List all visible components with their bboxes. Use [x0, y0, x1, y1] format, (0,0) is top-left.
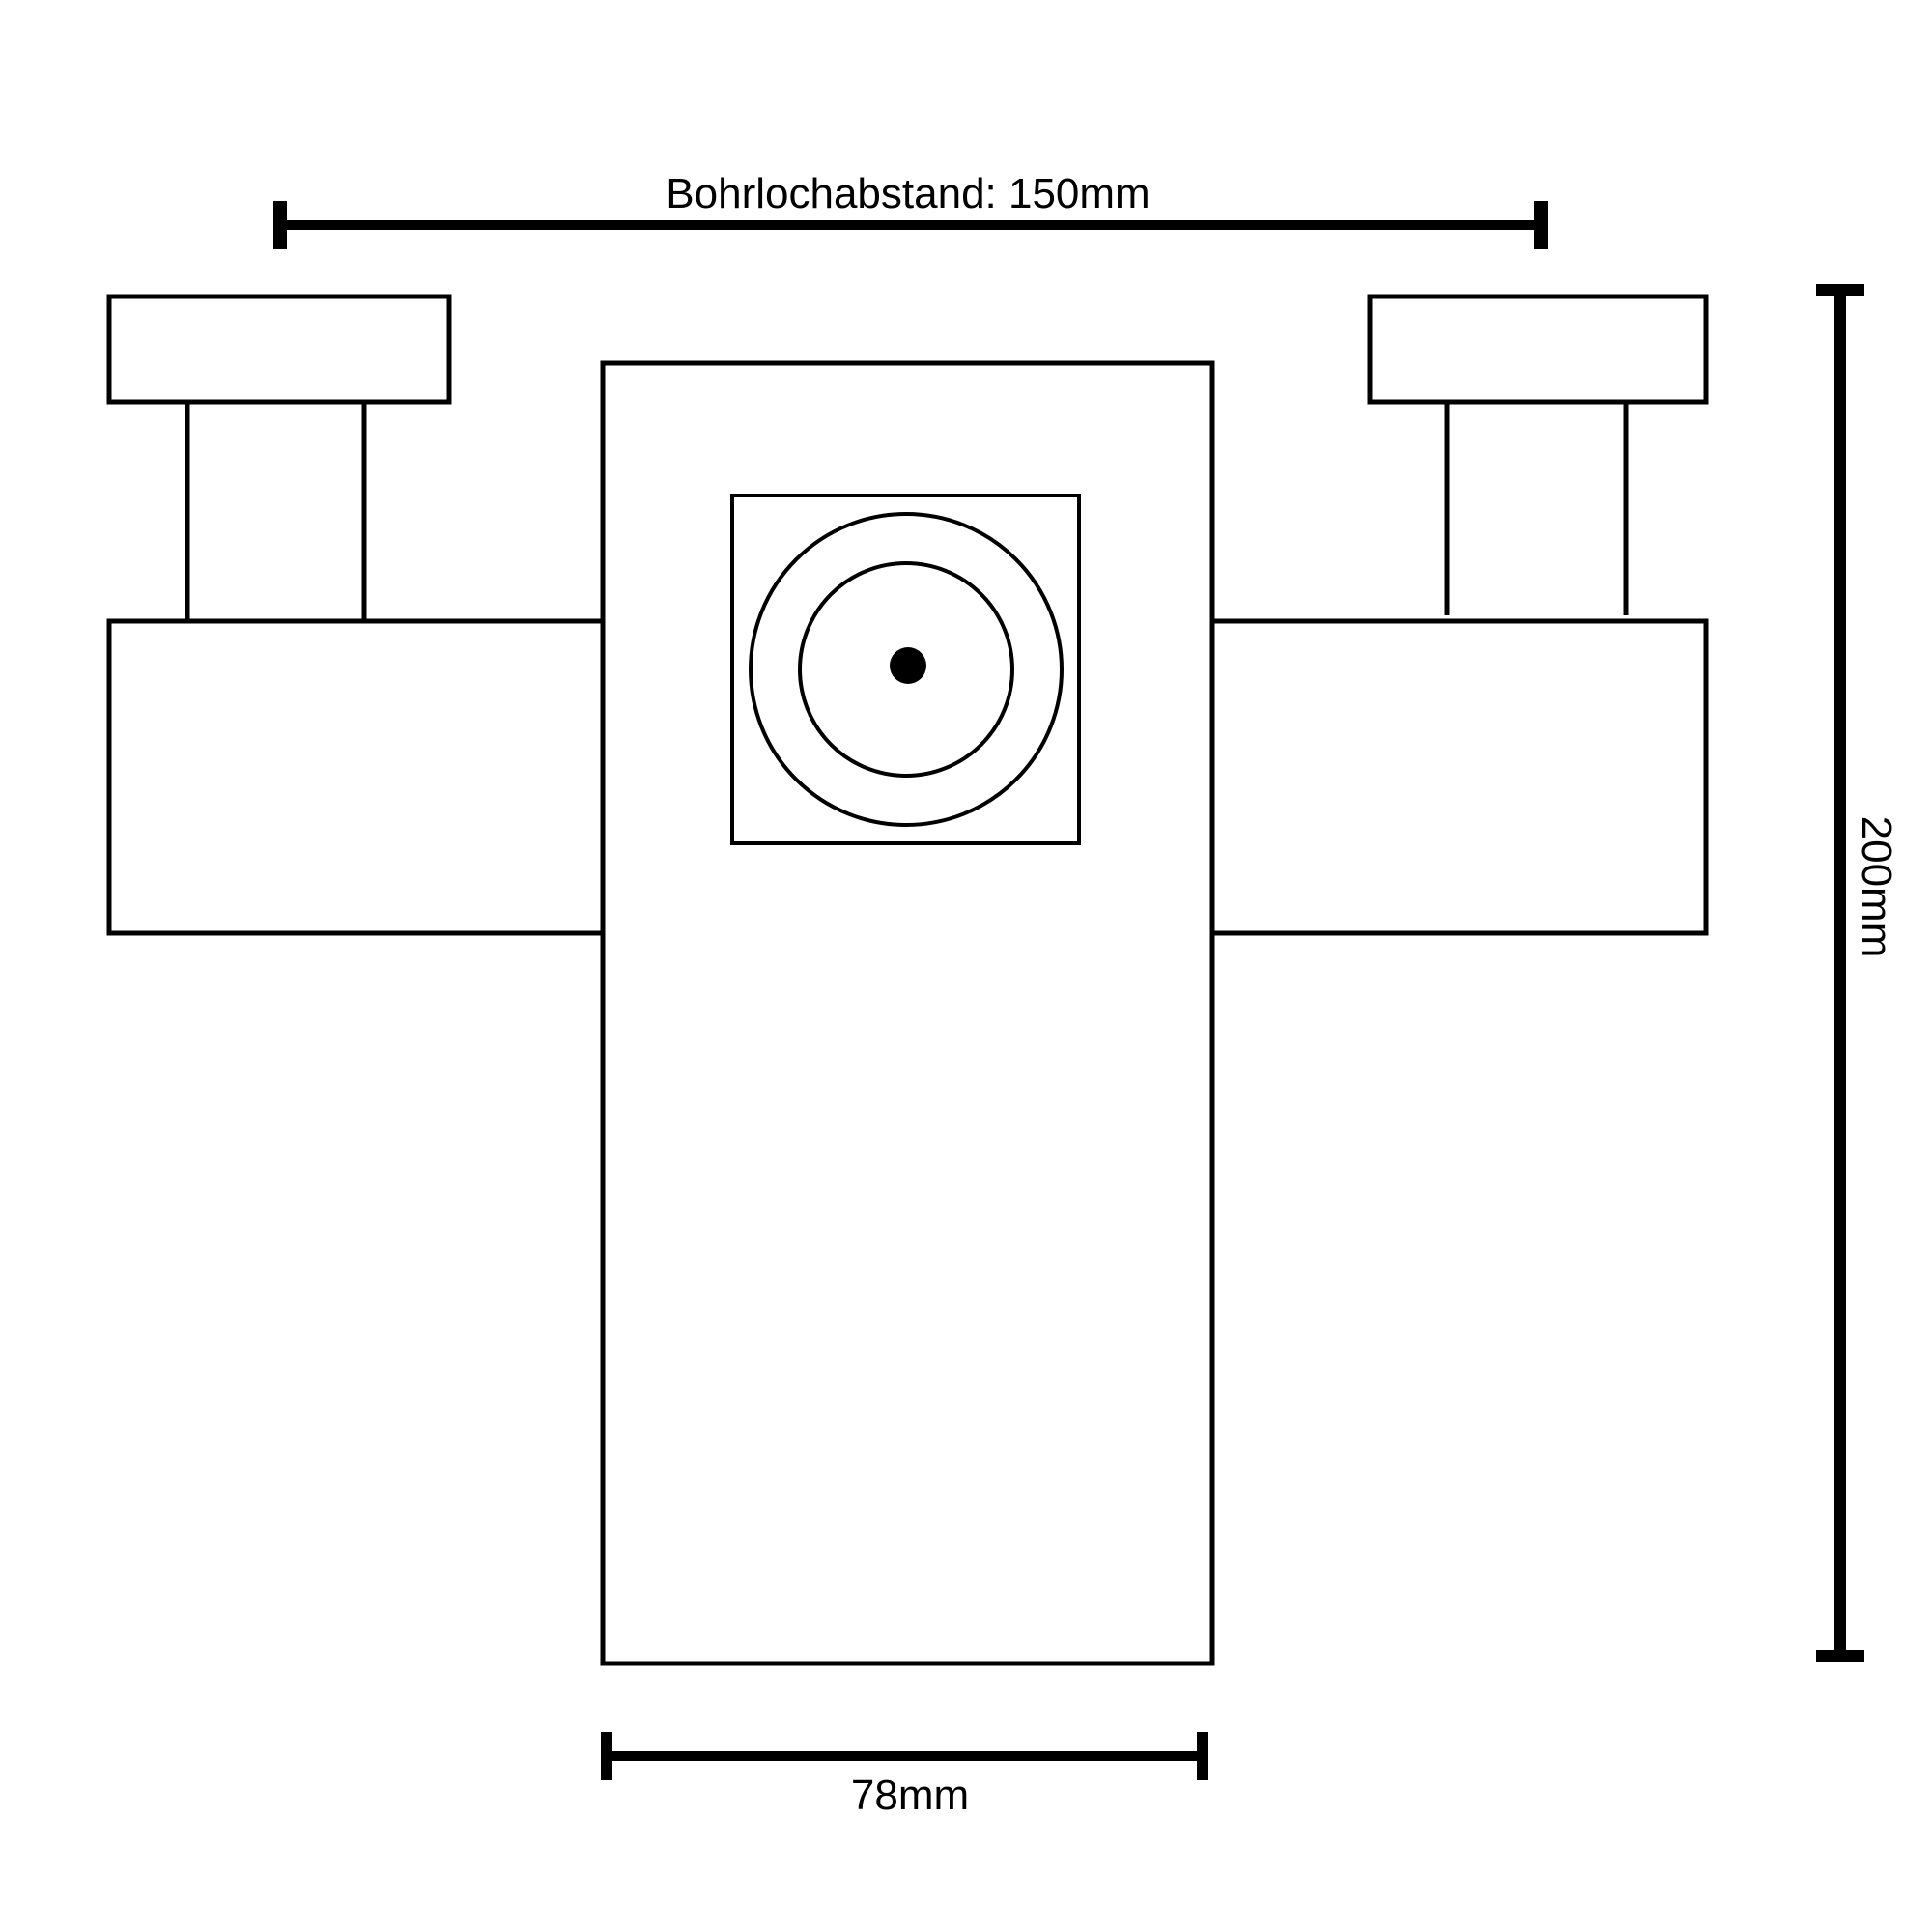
hole-spacing-dimension: Bohrlochabstand: 150mm — [273, 170, 1548, 249]
left-handle-knob — [106, 294, 452, 405]
height-label: 200mm — [1853, 816, 1900, 958]
spout-outer-ring — [749, 512, 1064, 827]
spout-square — [730, 494, 1081, 845]
concentric-circles-icon — [730, 494, 1081, 845]
height-dimension: 200mm — [1816, 284, 1900, 1662]
faucet-central-body — [600, 360, 1215, 1666]
left-handle — [106, 294, 606, 936]
right-handle-knob — [1367, 294, 1709, 405]
width-label: 78mm — [851, 1772, 969, 1819]
left-valve-body — [106, 618, 606, 936]
hole-spacing-label: Bohrlochabstand: 150mm — [666, 170, 1150, 217]
spout-inner-ring — [798, 561, 1014, 778]
right-handle — [1209, 294, 1709, 936]
spout-center-dot — [890, 647, 926, 684]
width-dimension: 78mm — [601, 1732, 1208, 1819]
right-valve-body — [1209, 618, 1709, 936]
